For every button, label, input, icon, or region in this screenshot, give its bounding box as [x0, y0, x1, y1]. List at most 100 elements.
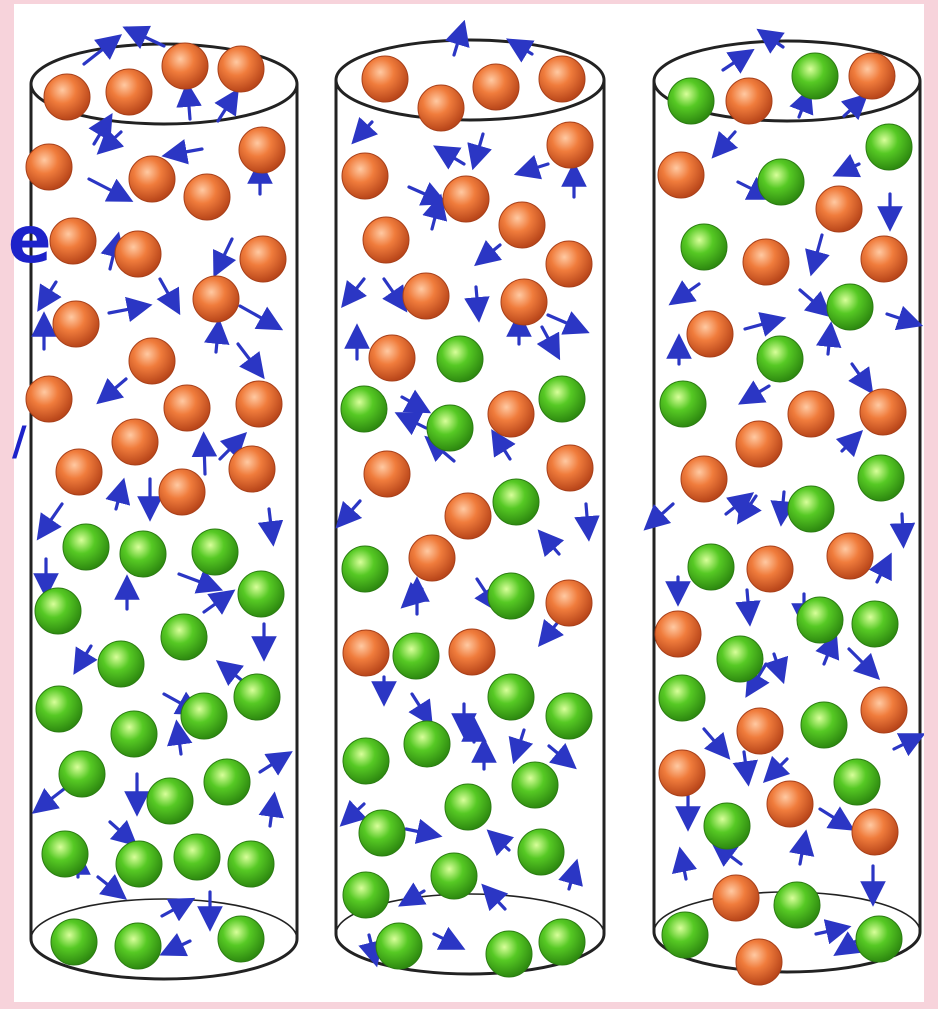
motion-arrow-59: [548, 315, 578, 328]
orange-particle-95: [861, 236, 907, 282]
orange-particle-100: [788, 391, 834, 437]
green-particle-34: [147, 778, 193, 824]
motion-arrow-86: [434, 934, 454, 944]
motion-arrow-64: [406, 418, 426, 428]
motion-arrow-45: [454, 32, 461, 55]
orange-particle-47: [342, 153, 388, 199]
motion-arrow-116: [774, 654, 780, 672]
orange-particle-66: [409, 535, 455, 581]
motion-arrow-21: [204, 444, 205, 474]
orange-particle-125: [736, 939, 782, 985]
orange-particle-11: [240, 236, 286, 282]
motion-arrow-68: [586, 504, 588, 529]
green-particle-22: [63, 524, 109, 570]
green-particle-74: [343, 738, 389, 784]
motion-arrow-79: [549, 746, 567, 761]
motion-arrow-41: [270, 804, 273, 826]
orange-particle-20: [159, 469, 205, 515]
motion-arrow-84: [369, 935, 374, 955]
orange-particle-21: [229, 446, 275, 492]
orange-particle-68: [546, 580, 592, 626]
green-particle-57: [539, 376, 585, 422]
orange-particle-3: [162, 43, 208, 89]
orange-particle-8: [239, 127, 285, 173]
green-particle-40: [51, 919, 97, 965]
orange-particle-52: [546, 241, 592, 287]
green-particle-82: [376, 923, 422, 969]
green-particle-90: [758, 159, 804, 205]
green-particle-126: [856, 916, 902, 962]
motion-arrow-11: [44, 282, 56, 301]
motion-arrow-9: [219, 239, 232, 266]
green-particle-97: [827, 284, 873, 330]
motion-arrow-125: [820, 809, 844, 824]
green-particle-39: [228, 841, 274, 887]
motion-arrow-127: [800, 842, 804, 864]
orange-particle-109: [655, 611, 701, 657]
motion-arrow-6: [174, 149, 202, 154]
motion-arrow-105: [852, 364, 866, 384]
orange-particle-10: [115, 231, 161, 277]
motion-arrow-120: [704, 729, 722, 750]
orange-particle-15: [129, 338, 175, 384]
green-particle-35: [204, 759, 250, 805]
motion-arrow-54: [432, 206, 438, 229]
orange-particle-116: [861, 687, 907, 733]
orange-particle-43: [362, 56, 408, 102]
motion-arrow-38: [260, 758, 282, 772]
orange-particle-101: [860, 389, 906, 435]
motion-arrow-82: [406, 829, 430, 834]
motion-arrow-3: [188, 94, 190, 119]
motion-arrow-99: [800, 290, 822, 309]
motion-arrow-24: [116, 490, 121, 509]
orange-particle-114: [737, 708, 783, 754]
motion-arrow-58: [476, 287, 478, 310]
motion-arrow-63: [402, 397, 420, 407]
orange-particle-50: [363, 217, 409, 263]
orange-particle-60: [488, 391, 534, 437]
orange-particle-108: [827, 533, 873, 579]
green-particle-70: [393, 633, 439, 679]
orange-particle-17: [236, 381, 282, 427]
motion-arrow-51: [409, 187, 436, 199]
motion-arrow-87: [569, 871, 574, 889]
green-particle-79: [518, 829, 564, 875]
motion-arrow-78: [517, 730, 524, 752]
orange-particle-2: [106, 69, 152, 115]
motion-arrow-8: [106, 132, 121, 146]
green-particle-115: [801, 702, 847, 748]
motion-arrow-113: [747, 590, 749, 614]
orange-particle-14: [26, 376, 72, 422]
orange-particle-4: [218, 46, 264, 92]
green-particle-65: [342, 546, 388, 592]
motion-arrow-126: [721, 849, 741, 864]
motion-arrow-27: [179, 574, 211, 586]
orange-particle-1: [44, 74, 90, 120]
motion-arrow-37: [110, 822, 128, 838]
motion-arrow-119: [849, 649, 871, 671]
green-particle-92: [866, 124, 912, 170]
motion-arrow-107: [782, 492, 784, 514]
motion-arrow-23: [44, 504, 62, 530]
orange-particle-96: [687, 311, 733, 357]
green-particle-75: [404, 721, 450, 767]
motion-arrow-106: [653, 504, 673, 522]
motion-arrow-97: [679, 284, 699, 298]
diagram-panel: e /: [14, 4, 924, 1002]
motion-arrow-129: [816, 929, 839, 934]
motion-arrow-7: [89, 179, 122, 196]
green-particle-77: [359, 810, 405, 856]
motion-arrow-91: [799, 99, 806, 117]
motion-arrow-50: [526, 164, 548, 171]
gas-diffusion-diagram: [14, 4, 924, 1002]
green-particle-28: [161, 614, 207, 660]
edge-text-fragment-2: /: [12, 422, 27, 462]
green-particle-110: [717, 636, 763, 682]
orange-particle-88: [849, 53, 895, 99]
orange-particle-64: [547, 445, 593, 491]
green-particle-72: [488, 674, 534, 720]
orange-particle-6: [129, 156, 175, 202]
orange-particle-13: [193, 276, 239, 322]
motion-arrow-25: [269, 509, 272, 534]
orange-particle-89: [658, 152, 704, 198]
